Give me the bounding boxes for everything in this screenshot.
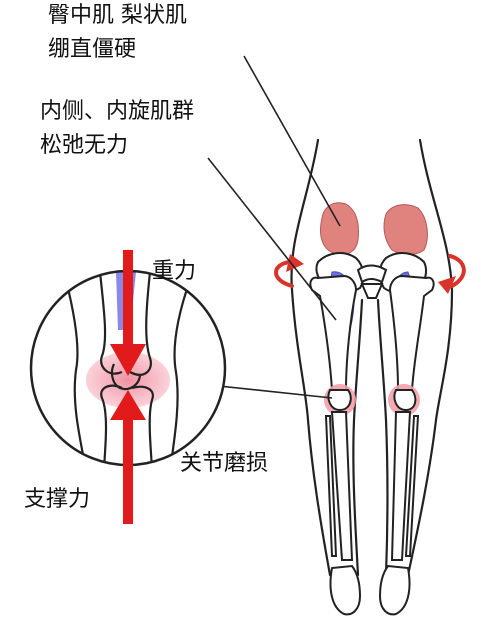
magnified-kneecap (110, 363, 142, 391)
sacrum (360, 283, 384, 299)
left-rotation-arrowhead-icon (286, 254, 304, 272)
femurs (309, 274, 435, 391)
magnified-tibia-left (100, 384, 123, 465)
magnified-tibia-right (131, 385, 154, 465)
label-gravity: 重力 (152, 259, 196, 284)
magnified-joint-wear (86, 352, 170, 408)
rotation-arrows (274, 254, 466, 288)
gravity-arrow-shaft (123, 250, 133, 350)
right-leg-inner-contour (376, 298, 389, 577)
leg-outline (290, 138, 454, 577)
leader-gluteus (243, 55, 341, 227)
magnified-femur-left (98, 271, 123, 375)
pubic-bridge (356, 264, 388, 284)
left-tibia (330, 411, 354, 561)
magnified-femur-right (129, 271, 152, 376)
right-gluteus-muscle (383, 204, 428, 255)
left-leg-outer-contour (290, 138, 332, 577)
knee-bones (327, 389, 417, 412)
right-rotation-arrowhead-icon (438, 276, 456, 294)
support-arrow-icon (110, 390, 146, 420)
magnified-outer-left-contour (64, 279, 88, 465)
label-gluteus-state: 绷直僵硬 (48, 37, 136, 62)
right-leg-outer-contour (406, 138, 454, 577)
force-arrows (110, 250, 146, 524)
right-knee-condyle (393, 389, 417, 412)
feet (329, 564, 411, 616)
gravity-arrow-icon (110, 344, 146, 376)
left-leg-inner-contour (352, 298, 364, 577)
left-rotation-arrow-icon (274, 260, 294, 288)
left-gluteus-muscle (320, 202, 359, 255)
right-femur (388, 274, 435, 391)
label-gluteus-piriformis: 臀中肌 梨状肌 (48, 3, 187, 28)
label-medial-muscles: 内侧、内旋肌群 (40, 99, 194, 124)
left-femur (309, 274, 358, 391)
label-joint-wear: 关节磨损 (180, 451, 268, 476)
right-fibula (404, 415, 420, 557)
leader-medial (207, 157, 337, 321)
magnified-outer-right-contour (168, 279, 192, 465)
right-tibia (390, 411, 412, 561)
magnified-knee (64, 271, 192, 465)
label-medial-state: 松弛无力 (40, 133, 128, 158)
left-fibula (324, 415, 338, 557)
left-foot (329, 564, 362, 616)
support-arrow-shaft (123, 418, 133, 524)
lower-leg-bones (324, 411, 420, 561)
right-rotation-arrow-icon (448, 254, 466, 288)
left-knee-condyle (327, 389, 352, 412)
right-foot (378, 564, 411, 616)
label-support-force: 支撑力 (24, 487, 90, 512)
